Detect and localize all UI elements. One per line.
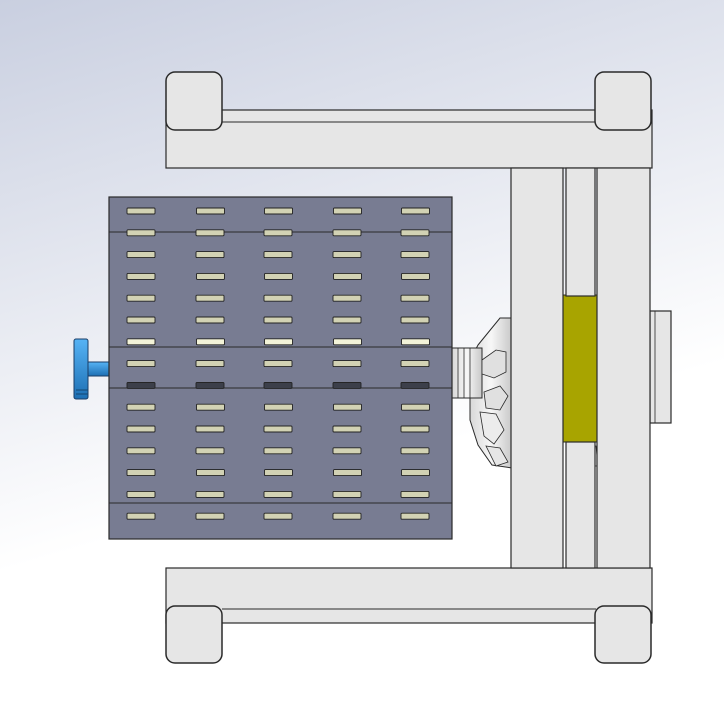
panel-slot [332, 229, 362, 237]
panel-slot [264, 338, 293, 346]
rail-right [596, 167, 651, 569]
rail-left [510, 167, 564, 569]
panel-slot [263, 381, 293, 389]
top-frame [165, 71, 653, 169]
panel-slot [333, 469, 362, 477]
panel-slot [332, 425, 362, 433]
panel-slot [196, 403, 225, 411]
wheel-top-right [594, 71, 652, 131]
panel-slot [263, 512, 293, 520]
panel-slot [264, 207, 293, 215]
wheel-bottom-left [165, 605, 223, 664]
panel-slot [195, 360, 225, 368]
panel-slot [196, 338, 225, 346]
yellow-block [561, 294, 601, 443]
panel-slot [263, 229, 293, 237]
panel-slot [401, 272, 430, 280]
panel-slot [195, 316, 225, 324]
side-bracket [649, 310, 672, 424]
panel-slot [126, 207, 156, 215]
panel-slot [196, 207, 225, 215]
panel-slot [126, 229, 156, 237]
panel-slot [400, 447, 430, 455]
panel-slot [126, 294, 156, 302]
panel-slot [263, 251, 293, 259]
panel-slot [400, 294, 430, 302]
panel-slot [126, 272, 156, 280]
top-beam [165, 109, 653, 169]
panel-slot [195, 251, 225, 259]
panel-slot [401, 403, 430, 411]
panel-slot [401, 469, 430, 477]
panel-slot [195, 512, 225, 520]
panel-slot [332, 512, 362, 520]
panel-slot [126, 381, 156, 389]
panel-slot [401, 207, 430, 215]
panel-slot [195, 294, 225, 302]
panel-slot [400, 229, 430, 237]
panel-slot [195, 490, 225, 498]
panel-slot [195, 447, 225, 455]
panel-slot [332, 381, 362, 389]
panel-slot [195, 381, 225, 389]
vertical-rails [510, 167, 651, 569]
panel-slots [126, 207, 430, 520]
panel-slot [263, 490, 293, 498]
panel-slot [196, 469, 225, 477]
panel-slot [126, 512, 156, 520]
panel-slot [401, 338, 430, 346]
panel-slot [400, 490, 430, 498]
panel-slot [263, 316, 293, 324]
panel-slot [126, 447, 156, 455]
handle [73, 338, 111, 400]
panel-slot [400, 381, 430, 389]
panel-slot [126, 425, 156, 433]
panel-slot [333, 403, 362, 411]
panel-slot [264, 403, 293, 411]
panel-slot [263, 425, 293, 433]
panel-slot [263, 294, 293, 302]
panel-slot [332, 251, 362, 259]
bottom-beam [165, 567, 653, 624]
panel-slot [400, 316, 430, 324]
panel-slot [195, 229, 225, 237]
panel-slot [332, 294, 362, 302]
panel-slot [400, 425, 430, 433]
wheel-bottom-right [594, 605, 652, 664]
panel-slot [400, 251, 430, 259]
panel-slot [400, 360, 430, 368]
bottom-frame [165, 567, 653, 664]
panel-slot [332, 490, 362, 498]
panel-slot [126, 338, 156, 346]
wheel-top-left [165, 71, 223, 131]
slotted-panel [108, 196, 453, 540]
panel-slot [126, 316, 156, 324]
panel-slot [126, 403, 156, 411]
panel-slot [264, 272, 293, 280]
panel-slot [264, 469, 293, 477]
rail-center-lower [565, 441, 596, 569]
panel-body [108, 196, 453, 540]
panel-slot [126, 360, 156, 368]
panel-slot [126, 469, 156, 477]
panel-slot [263, 447, 293, 455]
panel-slot [333, 272, 362, 280]
panel-slot [263, 360, 293, 368]
panel-slot [333, 338, 362, 346]
rail-center [565, 167, 596, 297]
panel-slot [126, 251, 156, 259]
panel-slot [332, 447, 362, 455]
panel-slot [332, 316, 362, 324]
panel-slot [333, 207, 362, 215]
panel-slot [195, 425, 225, 433]
panel-slot [400, 512, 430, 520]
panel-slot [126, 490, 156, 498]
panel-slot [196, 272, 225, 280]
panel-slot [332, 360, 362, 368]
